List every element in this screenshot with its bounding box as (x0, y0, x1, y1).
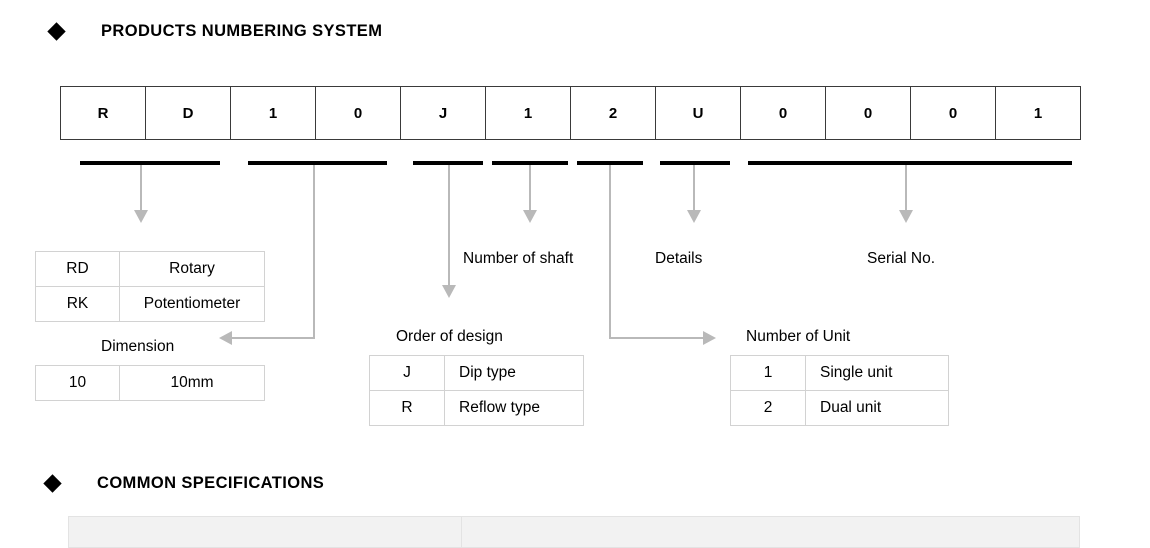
legend-desc: 10mm (119, 365, 265, 401)
legend-table-dimension: 10 10mm (35, 365, 265, 401)
callout-label-details: Details (655, 250, 703, 267)
part-number-cell[interactable]: 2 (570, 86, 656, 140)
legend-desc: Potentiometer (119, 286, 265, 322)
common-specifications-table (68, 516, 1080, 548)
legend-desc: Rotary (119, 251, 265, 287)
spec-header-cell (68, 516, 462, 548)
legend-table-order-of-design: J Dip type R Reflow type (369, 355, 584, 426)
part-number-row: R D 1 0 J 1 2 U 0 0 0 1 (60, 86, 1081, 140)
diamond-bullet-icon (43, 474, 62, 493)
connector-line-serial-no (905, 165, 907, 212)
callout-label-order-of-design: Order of design (396, 328, 503, 345)
callout-label-serial-no: Serial No. (867, 250, 936, 267)
section-heading-products-numbering: PRODUCTS NUMBERING SYSTEM (47, 22, 383, 41)
table-row: R Reflow type (369, 390, 584, 426)
part-number-cell[interactable]: J (400, 86, 486, 140)
arrow-down-icon-series (134, 210, 148, 223)
legend-code: J (369, 355, 445, 391)
section-title-common-specifications: COMMON SPECIFICATIONS (97, 474, 325, 492)
bracket-bar-serial-no (748, 161, 1072, 165)
connector-line-details (693, 165, 695, 212)
legend-code: RK (35, 286, 120, 322)
bracket-bar-number-of-unit (577, 161, 643, 165)
arrow-left-icon-dimension (219, 331, 232, 345)
connector-line-dimension-horizontal (232, 337, 315, 339)
legend-code: 2 (730, 390, 806, 426)
connector-line-number-of-shaft (529, 165, 531, 212)
arrow-down-icon-serial-no (899, 210, 913, 223)
callout-label-dimension: Dimension (101, 338, 175, 355)
part-number-cell[interactable]: 1 (485, 86, 571, 140)
spec-header-cell (461, 516, 1080, 548)
connector-line-number-of-unit-vertical (609, 165, 611, 339)
table-row: J Dip type (369, 355, 584, 391)
legend-code: 10 (35, 365, 120, 401)
part-number-cell[interactable]: U (655, 86, 741, 140)
legend-table-series: RD Rotary RK Potentiometer (35, 251, 265, 322)
table-row: 2 Dual unit (730, 390, 949, 426)
connector-line-dimension-vertical (313, 165, 315, 339)
table-row (68, 516, 1080, 548)
legend-desc: Dip type (444, 355, 584, 391)
arrow-down-icon-order-of-design (442, 285, 456, 298)
legend-desc: Single unit (805, 355, 949, 391)
part-number-cell[interactable]: 1 (230, 86, 316, 140)
legend-code: RD (35, 251, 120, 287)
connector-line-order-of-design (448, 165, 450, 287)
legend-code: R (369, 390, 445, 426)
section-heading-common-specifications: COMMON SPECIFICATIONS (43, 474, 325, 493)
table-row: RD Rotary (35, 251, 265, 287)
table-row: 10 10mm (35, 365, 265, 401)
bracket-bar-dimension (248, 161, 387, 165)
part-number-cell[interactable]: 0 (825, 86, 911, 140)
callout-label-number-of-shaft: Number of shaft (463, 250, 574, 267)
part-number-cell[interactable]: 0 (910, 86, 996, 140)
callout-label-number-of-unit: Number of Unit (746, 328, 851, 345)
legend-code: 1 (730, 355, 806, 391)
table-row: 1 Single unit (730, 355, 949, 391)
bracket-bar-order-of-design (413, 161, 483, 165)
part-number-cell[interactable]: 0 (315, 86, 401, 140)
table-row: RK Potentiometer (35, 286, 265, 322)
part-number-cell[interactable]: D (145, 86, 231, 140)
page-canvas: PRODUCTS NUMBERING SYSTEM R D 1 0 J 1 2 … (35, 22, 1081, 548)
connector-line-number-of-unit-horizontal (609, 337, 703, 339)
legend-desc: Dual unit (805, 390, 949, 426)
connector-line-series (140, 165, 142, 212)
legend-table-number-of-unit: 1 Single unit 2 Dual unit (730, 355, 949, 426)
part-number-cell[interactable]: 1 (995, 86, 1081, 140)
page-title: PRODUCTS NUMBERING SYSTEM (101, 22, 383, 40)
diamond-bullet-icon (47, 22, 66, 41)
legend-desc: Reflow type (444, 390, 584, 426)
arrow-down-icon-details (687, 210, 701, 223)
part-number-cell[interactable]: R (60, 86, 146, 140)
bracket-bar-details (660, 161, 730, 165)
bracket-bar-series (80, 161, 220, 165)
part-number-cell[interactable]: 0 (740, 86, 826, 140)
arrow-right-icon-number-of-unit (703, 331, 716, 345)
arrow-down-icon-number-of-shaft (523, 210, 537, 223)
bracket-bar-number-of-shaft (492, 161, 568, 165)
